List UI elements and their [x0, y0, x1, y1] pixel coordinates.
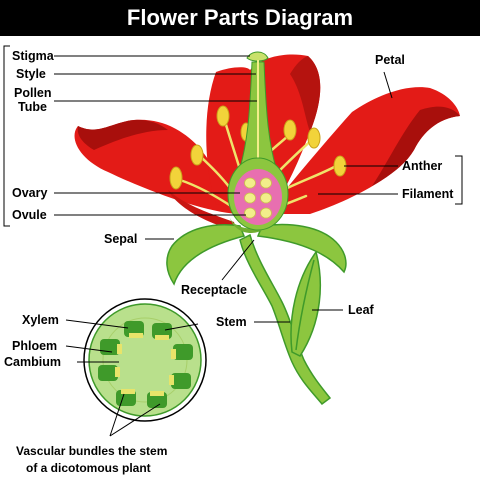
- label-leaf: Leaf: [348, 303, 375, 317]
- label-stem: Stem: [216, 315, 247, 329]
- labels: Stigma Style Pollen Tube Ovary Ovule Sep…: [4, 49, 454, 475]
- label-petal: Petal: [375, 53, 405, 67]
- petal-center-shadow: [290, 56, 321, 132]
- diagram-title: Flower Parts Diagram: [126, 5, 354, 30]
- petal-front-left: [168, 190, 236, 230]
- label-sepal: Sepal: [104, 232, 137, 246]
- label-xylem: Xylem: [22, 313, 59, 327]
- petal-right: [266, 87, 460, 214]
- leaf-vein: [295, 259, 315, 351]
- leader-lines: [3, 45, 463, 437]
- label-receptacle: Receptacle: [181, 283, 247, 297]
- sepal-left: [166, 224, 246, 286]
- sepal-right: [256, 223, 347, 274]
- stem-cross-section: [83, 298, 207, 422]
- title-bar: Flower Parts Diagram: [0, 0, 480, 36]
- caption-line2: of a dicotomous plant: [26, 461, 151, 475]
- vascular-bundles: [98, 321, 193, 408]
- label-filament: Filament: [402, 187, 454, 201]
- stem: [239, 233, 332, 406]
- ovules: [244, 177, 272, 219]
- stigma: [246, 51, 269, 62]
- ovary-wall: [234, 169, 282, 225]
- label-style: Style: [16, 67, 46, 81]
- petal-left-shadow: [77, 119, 168, 150]
- label-pollen-tube-line1: Pollen: [14, 86, 52, 100]
- caption-line1: Vascular bundles the stem: [16, 444, 167, 458]
- label-pollen-tube-line2: Tube: [18, 100, 47, 114]
- leaf: [290, 250, 322, 357]
- anthers: [169, 105, 347, 190]
- label-anther: Anther: [402, 159, 442, 173]
- petal-left: [74, 119, 238, 214]
- label-phloem: Phloem: [12, 339, 57, 353]
- label-ovule: Ovule: [12, 208, 47, 222]
- label-ovary: Ovary: [12, 186, 47, 200]
- label-stigma: Stigma: [12, 49, 55, 63]
- label-cambium: Cambium: [4, 355, 61, 369]
